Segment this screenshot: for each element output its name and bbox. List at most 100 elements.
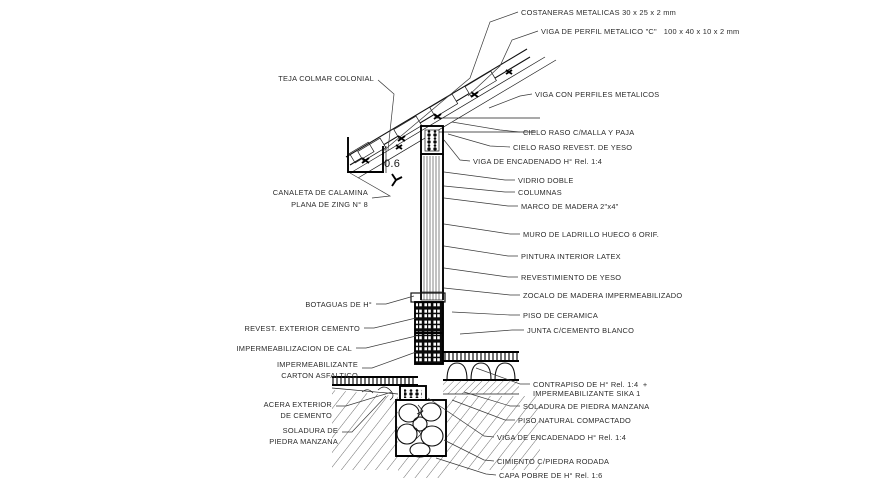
window-sill-frame [420, 291, 444, 301]
label-capa-pobre: CAPA POBRE DE H° Rel. 1:6 [499, 471, 603, 480]
leader-contrapiso [475, 367, 530, 385]
leader-revest-exterior [364, 317, 417, 329]
stone-paving-left [361, 386, 394, 401]
leader-soladura-piedra [463, 391, 520, 407]
leader-columnas [443, 185, 515, 193]
label-cimiento: CIMIENTO C/PIEDRA RODADA [497, 457, 609, 466]
paving-stone-b [361, 389, 374, 394]
roof-tile-lower-line [345, 48, 528, 158]
label-acera-line1: ACERA EXTERIOR [264, 400, 332, 409]
leader-canaleta [349, 172, 392, 199]
ring-beam-inner [424, 129, 440, 152]
leader-lines-left [336, 79, 417, 433]
label-soladura-manzana-line2: PIEDRA MANZANA [269, 437, 338, 446]
label-revest-exterior: REVEST. EXTERIOR CEMENTO [244, 324, 360, 333]
leader-piso-natural [451, 399, 515, 421]
drip-arrow-icon [391, 173, 403, 187]
label-marco-madera: MARCO DE MADERA 2"x4" [521, 202, 619, 211]
earth-below-footing [398, 455, 447, 478]
label-viga-perfiles: VIGA CON PERFILES METALICOS [535, 90, 659, 99]
label-viga-encadenado-1: VIGA DE ENCADENADO H° Rel. 1:4 [473, 157, 602, 166]
sidewalk-band [332, 377, 415, 385]
label-soladura-piedra: SOLADURA DE PIEDRA MANZANA [523, 402, 649, 411]
leader-viga-encadenado-2 [427, 397, 495, 438]
label-canaleta-line1: CANALETA DE CALAMINA [273, 188, 368, 197]
leader-vidrio-doble [443, 171, 515, 181]
label-contrapiso-line2: IMPERMEABILIZANTE SIKA 1 [533, 389, 640, 398]
leader-cielo-malla [451, 121, 521, 133]
label-muro-ladrillo: MURO DE LADRILLO HUECO 6 ORIF. [523, 230, 659, 239]
ring-beam-outline [420, 125, 444, 155]
paving-stone-a [377, 386, 394, 401]
leader-lines-right [381, 11, 539, 476]
interior-floor [443, 351, 519, 395]
purlin-3 [429, 93, 459, 118]
label-teja-colmar: TEJA COLMAR COLONIAL [278, 74, 374, 83]
label-columnas: COLUMNAS [518, 188, 562, 197]
leader-cielo-yeso [447, 133, 511, 148]
roof-assembly [345, 48, 557, 179]
gutter-assembly [347, 137, 403, 187]
leader-revestimiento [443, 267, 518, 278]
leader-acera [336, 391, 393, 407]
stone-foundation [395, 399, 447, 458]
leader-viga-perfil-c [467, 30, 539, 97]
purlin-1 [357, 137, 387, 162]
mortar-mark-1 [416, 404, 424, 417]
leader-zocalo [443, 287, 520, 296]
label-soladura-manzana-line1: SOLADURA DE [283, 426, 338, 435]
roof-end-detail [349, 141, 375, 164]
contrapiso-vaults [446, 362, 516, 381]
vault-3 [494, 362, 516, 381]
stone-4 [420, 425, 444, 447]
ring-beam-rebar [425, 130, 439, 151]
leader-viga-perfiles [488, 93, 533, 109]
left-label-group: TEJA COLMAR COLONIAL BOTAGUAS DE H° REVE… [237, 74, 374, 446]
brick-masonry [414, 301, 444, 365]
roof-soffit-line [351, 56, 546, 173]
compacted-fill [443, 380, 519, 394]
stone-3 [396, 423, 418, 445]
label-vidrio-doble: VIDRIO DOBLE [518, 176, 574, 185]
vault-2 [470, 362, 492, 381]
ceramic-tile-band [443, 352, 519, 361]
label-cielo-raso-yeso: CIELO RASO REVEST. DE YESO [513, 143, 632, 152]
leader-viga-encadenado-1 [443, 139, 471, 162]
purlin-4 [464, 70, 497, 97]
leader-impermeabilizante-carton [362, 351, 417, 369]
leader-costaneras [381, 11, 519, 153]
top-ring-beam [420, 125, 444, 155]
label-imperm-carton-line2: CARTON ASFALTICO [281, 371, 358, 380]
label-cielo-raso-malla: CIELO RASO C/MALLA Y PAJA [523, 128, 634, 137]
leader-soladura-manzana [342, 395, 387, 433]
earth-left [332, 390, 398, 470]
leader-junta [459, 329, 524, 335]
ground-line-left [331, 387, 399, 395]
leader-botaguas [376, 295, 415, 305]
leader-pintura [443, 245, 518, 257]
leader-impermeabilizacion [356, 335, 417, 349]
label-zocalo: ZOCALO DE MADERA IMPERMEABILIZADO [523, 291, 682, 300]
label-piso-natural: PISO NATURAL COMPACTADO [518, 416, 631, 425]
right-label-group: COSTANERAS METALICAS 30 x 25 x 2 mm VIGA… [473, 8, 739, 480]
label-junta-cemento: JUNTA C/CEMENTO BLANCO [527, 326, 634, 335]
label-pintura-latex: PINTURA INTERIOR LATEX [521, 252, 621, 261]
roof-dimension-label: 0.6 [384, 158, 400, 170]
rafter-line [357, 59, 557, 179]
leader-piso-ceramica [451, 311, 520, 316]
footing-beam-rebar [404, 389, 422, 398]
leader-muro-ladrillo [443, 223, 520, 235]
leader-marco-madera [443, 197, 518, 207]
leader-cimiento [443, 439, 495, 462]
leader-capa-pobre [435, 457, 497, 476]
label-viga-encadenado-2: VIGA DE ENCADENADO H° Rel. 1:4 [497, 433, 626, 442]
label-revestimiento: REVESTIMIENTO DE YESO [521, 273, 621, 282]
vault-1 [446, 362, 468, 381]
gutter-channel [347, 137, 384, 173]
exterior-sidewalk [331, 376, 418, 395]
stone-5 [409, 442, 431, 458]
leader-teja [377, 79, 395, 151]
label-impermeabilizacion: IMPERMEABILIZACION DE CAL [237, 344, 353, 353]
